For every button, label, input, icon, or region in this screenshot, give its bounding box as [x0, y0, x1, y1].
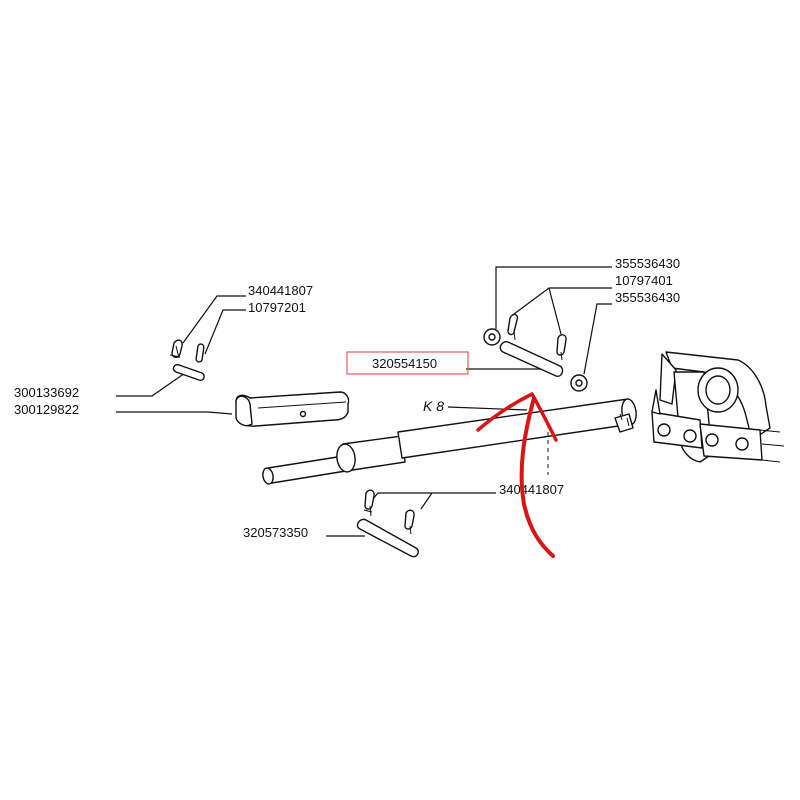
clip-left-icon [507, 313, 519, 336]
red-arrow [476, 392, 558, 558]
label-10797201: 10797201 [248, 300, 306, 315]
hydraulic-cylinder [262, 398, 637, 485]
label-300129822: 300129822 [14, 402, 79, 417]
bottom-pin-assembly [356, 489, 419, 558]
label-340441807-top: 340441807 [248, 283, 313, 298]
label-10797401: 10797401 [615, 273, 673, 288]
label-320554150: 320554150 [372, 356, 437, 371]
clip-right-icon [556, 334, 567, 356]
label-340441807-bottom: 340441807 [499, 482, 564, 497]
clip-bottom-1-icon [364, 489, 375, 510]
small-pin-icon [195, 343, 205, 363]
label-355536430-a: 355536430 [615, 256, 680, 271]
label-355536430-b: 355536430 [615, 290, 680, 305]
label-300133692: 300133692 [14, 385, 79, 400]
mounting-bracket [651, 351, 785, 463]
pin-300133692-icon [172, 363, 205, 382]
clip-bottom-2-icon [404, 509, 415, 530]
part-labels: 340441807 10797201 300133692 300129822 3… [14, 256, 680, 540]
left-pin-assembly [169, 339, 205, 382]
leader-lines [116, 266, 612, 537]
highlight-box [346, 351, 469, 375]
pin-320554150-icon [499, 341, 564, 377]
label-k8: K 8 [423, 398, 444, 414]
half-sleeve-bushing [235, 391, 350, 427]
pin-320573350-icon [356, 518, 419, 558]
label-320573350: 320573350 [243, 525, 308, 540]
top-right-pin-assembly [483, 313, 588, 392]
